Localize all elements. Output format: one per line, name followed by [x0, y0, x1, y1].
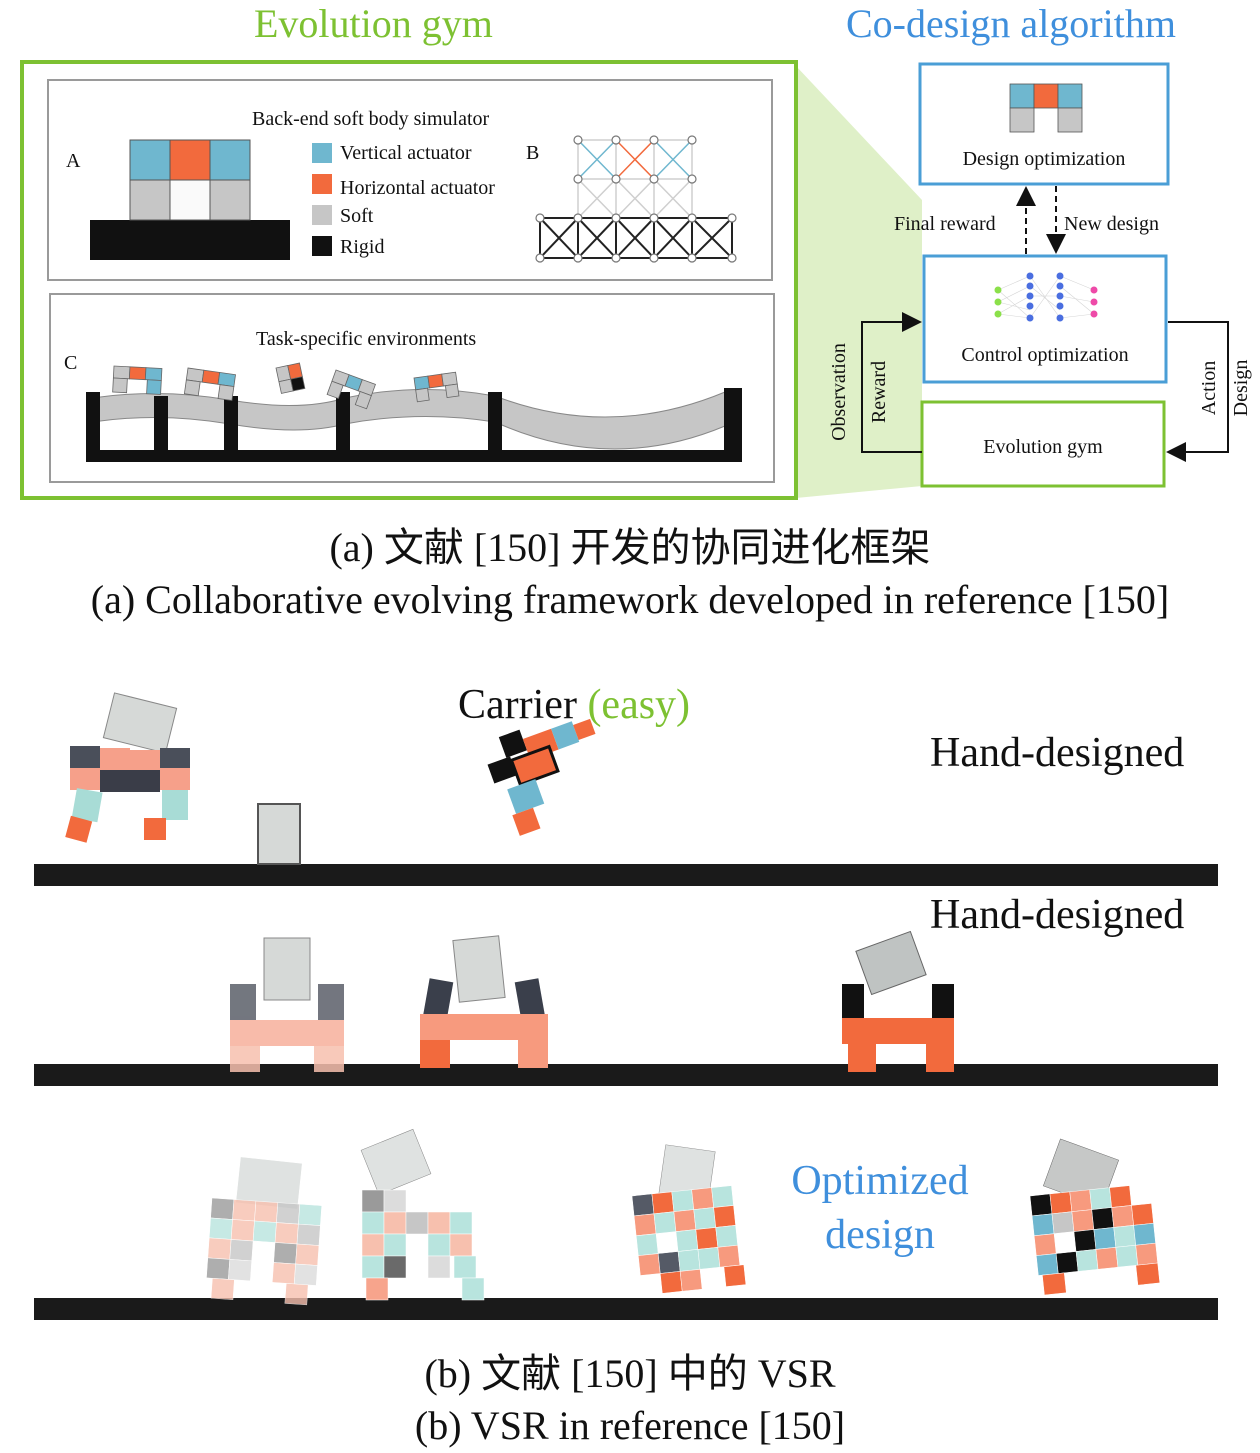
- robot-voxel-diagram: [90, 139, 290, 260]
- new-design-label: New design: [1064, 213, 1159, 235]
- small-robots: [112, 362, 460, 410]
- ground-row-1: [34, 864, 1218, 886]
- legend-swatch-horizontal: [312, 174, 332, 194]
- reward-label: Reward: [868, 360, 890, 424]
- ground-row-2: [34, 1064, 1218, 1086]
- row1-label: Hand-designed: [930, 730, 1185, 776]
- row3-label-line2: design: [825, 1212, 935, 1258]
- task-name: Carrier: [458, 682, 577, 728]
- row3-label-line1: Optimized: [791, 1158, 969, 1204]
- legend-swatch-soft: [312, 205, 332, 225]
- control-optimization-label: Control optimization: [961, 344, 1129, 366]
- caption-a-cn: (a) 文献 [150] 开发的协同进化框架: [329, 525, 931, 570]
- caption-b-cn: (b) 文献 [150] 中的 VSR: [424, 1351, 836, 1396]
- environment-title: Task-specific environments: [256, 328, 477, 350]
- legend-label-vertical: Vertical actuator: [340, 142, 472, 164]
- row3-robots: [206, 1128, 1161, 1306]
- task-title: Carrier (easy): [458, 682, 690, 728]
- legend-label-horizontal: Horizontal actuator: [340, 177, 495, 199]
- design-optimization-label: Design optimization: [962, 148, 1126, 170]
- mass-spring-lattice: [535, 135, 737, 263]
- panel-label-a: A: [66, 150, 81, 172]
- task-difficulty: (easy): [587, 682, 691, 728]
- row2-robots: [230, 930, 954, 1072]
- zoom-wedge: [796, 66, 922, 498]
- legend-label-soft: Soft: [340, 205, 374, 227]
- caption-a-en: (a) Collaborative evolving framework dev…: [90, 577, 1170, 622]
- panel-label-b: B: [526, 142, 540, 164]
- design-robot-icon: [1009, 83, 1083, 133]
- panel-label-c: C: [64, 352, 78, 374]
- caption-b-en: (b) VSR in reference [150]: [414, 1403, 846, 1448]
- legend-swatch-vertical: [312, 143, 332, 163]
- neural-network-icon: [994, 272, 1098, 322]
- task-terrain: [86, 388, 742, 462]
- evolution-gym-title: Evolution gym: [254, 1, 493, 46]
- action-label: Action: [1198, 360, 1220, 416]
- observation-label: Observation: [828, 343, 850, 441]
- simulator-title: Back-end soft body simulator: [252, 108, 490, 130]
- ground-row-3: [34, 1298, 1218, 1320]
- control-optimization-box: [922, 254, 1168, 384]
- flow-arrows: [861, 186, 1229, 462]
- co-design-title: Co-design algorithm: [846, 1, 1176, 46]
- legend-swatch-rigid: [312, 236, 332, 256]
- legend-label-rigid: Rigid: [340, 236, 385, 258]
- final-reward-label: Final reward: [894, 213, 996, 235]
- row1-robots: [65, 692, 596, 865]
- evolution-gym-box: [920, 400, 1166, 488]
- row2-label: Hand-designed: [930, 892, 1185, 938]
- evolution-gym-box-label: Evolution gym: [983, 436, 1103, 458]
- design-label: Design: [1230, 359, 1252, 417]
